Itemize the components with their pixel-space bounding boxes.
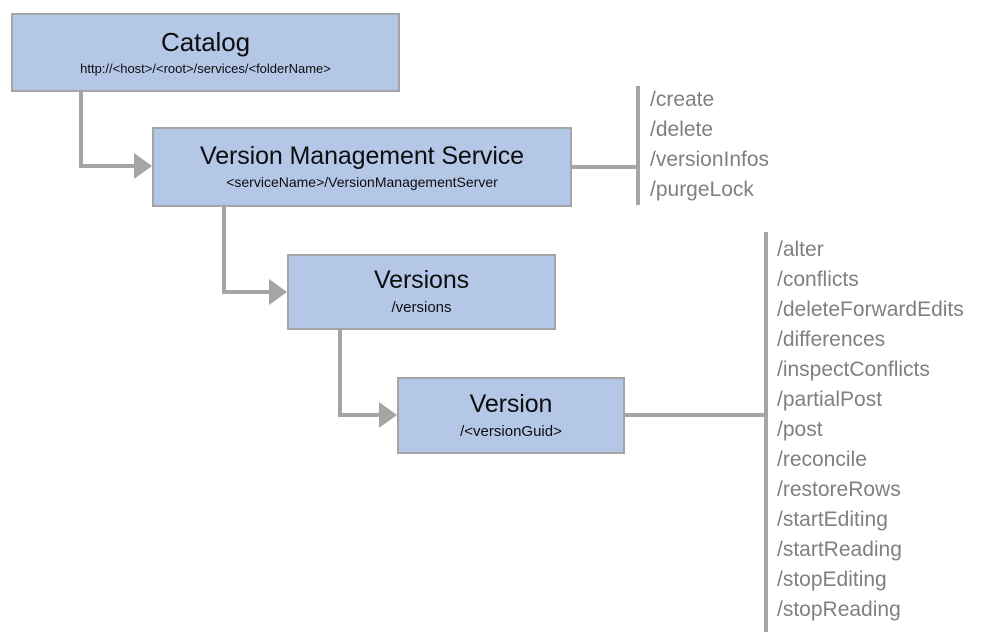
node-version[interactable]: Version /<versionGuid> (397, 377, 625, 454)
operation-item[interactable]: /deleteForwardEdits (777, 298, 964, 321)
operation-item[interactable]: /versionInfos (650, 148, 770, 171)
node-version-management-service-title: Version Management Service (200, 142, 524, 171)
node-versions-subtitle: /versions (391, 299, 452, 317)
connector-catalog-to-service (79, 92, 152, 179)
operation-item[interactable]: /inspectConflicts (777, 358, 930, 381)
node-version-title: Version (469, 389, 553, 418)
operation-item[interactable]: /stopReading (777, 598, 901, 621)
operation-item[interactable]: /reconcile (777, 448, 867, 471)
connector-service-to-versions (222, 207, 287, 305)
connector-versions-to-version (338, 330, 397, 428)
operation-item[interactable]: /create (650, 88, 715, 111)
node-catalog-title: Catalog (161, 27, 250, 58)
node-versions[interactable]: Versions /versions (287, 254, 556, 330)
node-catalog[interactable]: Catalog http://<host>/<root>/services/<f… (11, 13, 400, 92)
operation-item[interactable]: /differences (777, 328, 886, 351)
operation-item[interactable]: /startReading (777, 538, 902, 561)
operation-item[interactable]: /alter (777, 238, 824, 261)
operation-item[interactable]: /startEditing (777, 508, 888, 531)
operation-list-service: /create /delete /versionInfos /purgeLock (650, 85, 769, 205)
operation-item[interactable]: /partialPost (777, 388, 883, 411)
node-catalog-subtitle: http://<host>/<root>/services/<folderNam… (80, 60, 331, 76)
connector-version-to-operations (625, 232, 768, 632)
node-version-management-service-subtitle: <serviceName>/VersionManagementServer (226, 174, 498, 191)
operation-item[interactable]: /conflicts (777, 268, 859, 291)
node-versions-title: Versions (373, 266, 470, 295)
operation-item[interactable]: /purgeLock (650, 178, 754, 201)
operation-list-version: /alter /conflicts /deleteForwardEdits /d… (777, 235, 964, 625)
operation-item[interactable]: /stopEditing (777, 568, 887, 591)
node-version-subtitle: /<versionGuid> (460, 422, 562, 440)
connector-service-to-operations (572, 86, 640, 205)
operation-item[interactable]: /post (777, 418, 823, 441)
node-version-management-service[interactable]: Version Management Service <serviceName>… (152, 127, 572, 207)
operation-item[interactable]: /restoreRows (777, 478, 901, 501)
operation-item[interactable]: /delete (650, 118, 714, 141)
